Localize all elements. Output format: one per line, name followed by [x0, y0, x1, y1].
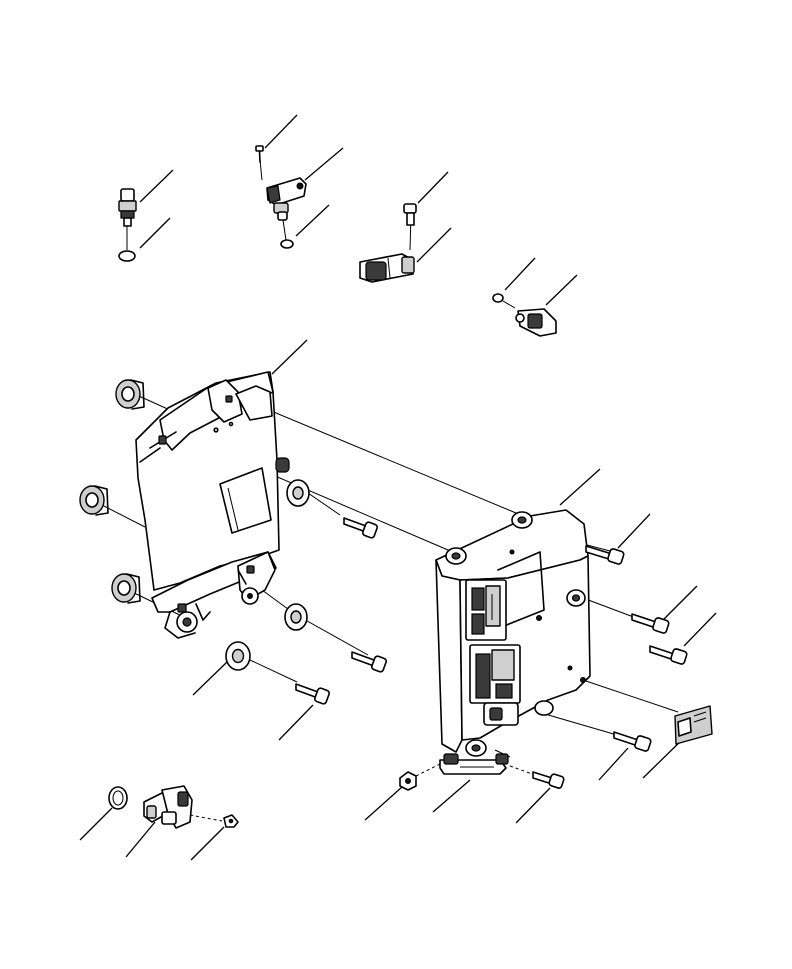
- rubber-isolator-2: [79, 485, 109, 516]
- rubber-isolator-3: [111, 573, 141, 604]
- rubber-isolator-6: [225, 641, 251, 671]
- speed-sensor: [143, 785, 193, 829]
- o-ring-4: [108, 786, 128, 810]
- screw-3: [223, 814, 239, 828]
- o-ring-1: [118, 250, 136, 262]
- bolt-1: [343, 517, 378, 539]
- mounting-bracket: [135, 371, 280, 639]
- rubber-isolator-1: [115, 379, 145, 410]
- bolt-6: [649, 645, 688, 665]
- bolt-5: [631, 613, 670, 634]
- nut: [399, 771, 417, 791]
- position-sensor: [266, 177, 307, 221]
- temperature-sensor: [118, 188, 137, 232]
- engine-control-module: [435, 509, 591, 757]
- bolt-7: [613, 731, 652, 752]
- screw-2: [403, 203, 417, 226]
- bolt-8: [532, 771, 565, 789]
- o-ring-3: [492, 293, 504, 303]
- pressure-sensor: [359, 253, 415, 283]
- o-ring-4-inner: [112, 790, 124, 806]
- bolt-3: [295, 683, 330, 705]
- clamp: [439, 753, 509, 775]
- screw-1: [255, 145, 264, 163]
- temperature-sensor-2: [515, 308, 557, 337]
- rubber-isolator-5: [284, 603, 308, 631]
- bolt-2: [351, 651, 387, 673]
- label-plate: [674, 705, 713, 745]
- o-ring-2: [280, 239, 294, 249]
- leader-lines: [79, 114, 717, 861]
- rubber-isolator-4: [275, 457, 310, 507]
- bolt-4: [585, 545, 625, 565]
